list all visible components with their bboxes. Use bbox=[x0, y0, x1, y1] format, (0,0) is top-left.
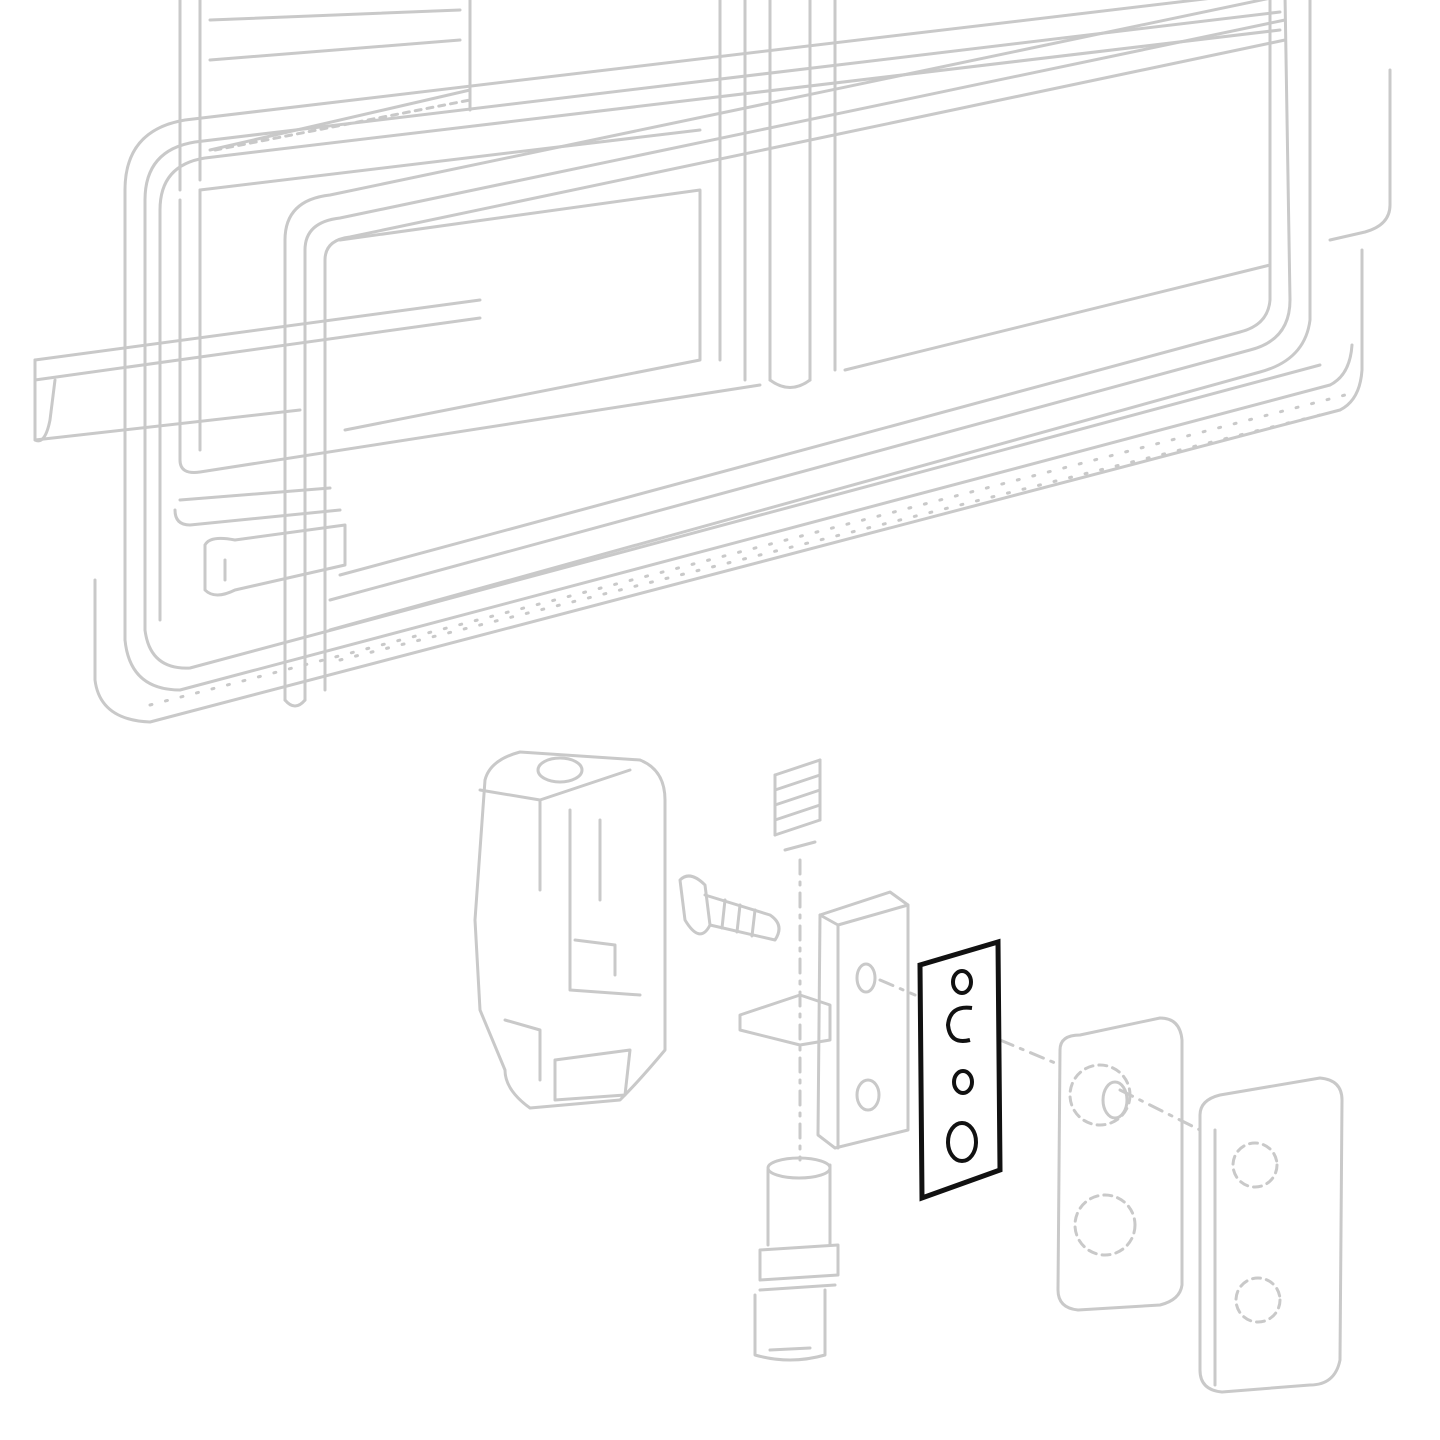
wall-background bbox=[178, 0, 472, 192]
hinge-cap bbox=[1198, 1076, 1344, 1394]
hinge-pin bbox=[753, 1156, 840, 1362]
assembly-axis-line bbox=[878, 978, 1202, 1132]
spring bbox=[773, 758, 822, 852]
hinge-block bbox=[473, 750, 667, 1110]
sliding-sash bbox=[283, 0, 1312, 708]
screw bbox=[678, 874, 781, 942]
gasket-hole-2 bbox=[945, 1005, 973, 1043]
gasket-hole-3 bbox=[952, 1069, 974, 1095]
gasket-hole-1 bbox=[951, 969, 973, 995]
outer-frame bbox=[93, 0, 1392, 724]
window-assembly bbox=[33, 0, 1392, 724]
fixed-pane bbox=[178, 0, 1272, 474]
mounting-plate bbox=[1056, 1016, 1184, 1312]
gasket-plate bbox=[917, 938, 1003, 1202]
guide-rail bbox=[33, 298, 482, 597]
hinge-parts bbox=[473, 750, 1344, 1394]
hinge-bracket bbox=[738, 890, 910, 1150]
gasket-hole-4 bbox=[946, 1121, 978, 1163]
